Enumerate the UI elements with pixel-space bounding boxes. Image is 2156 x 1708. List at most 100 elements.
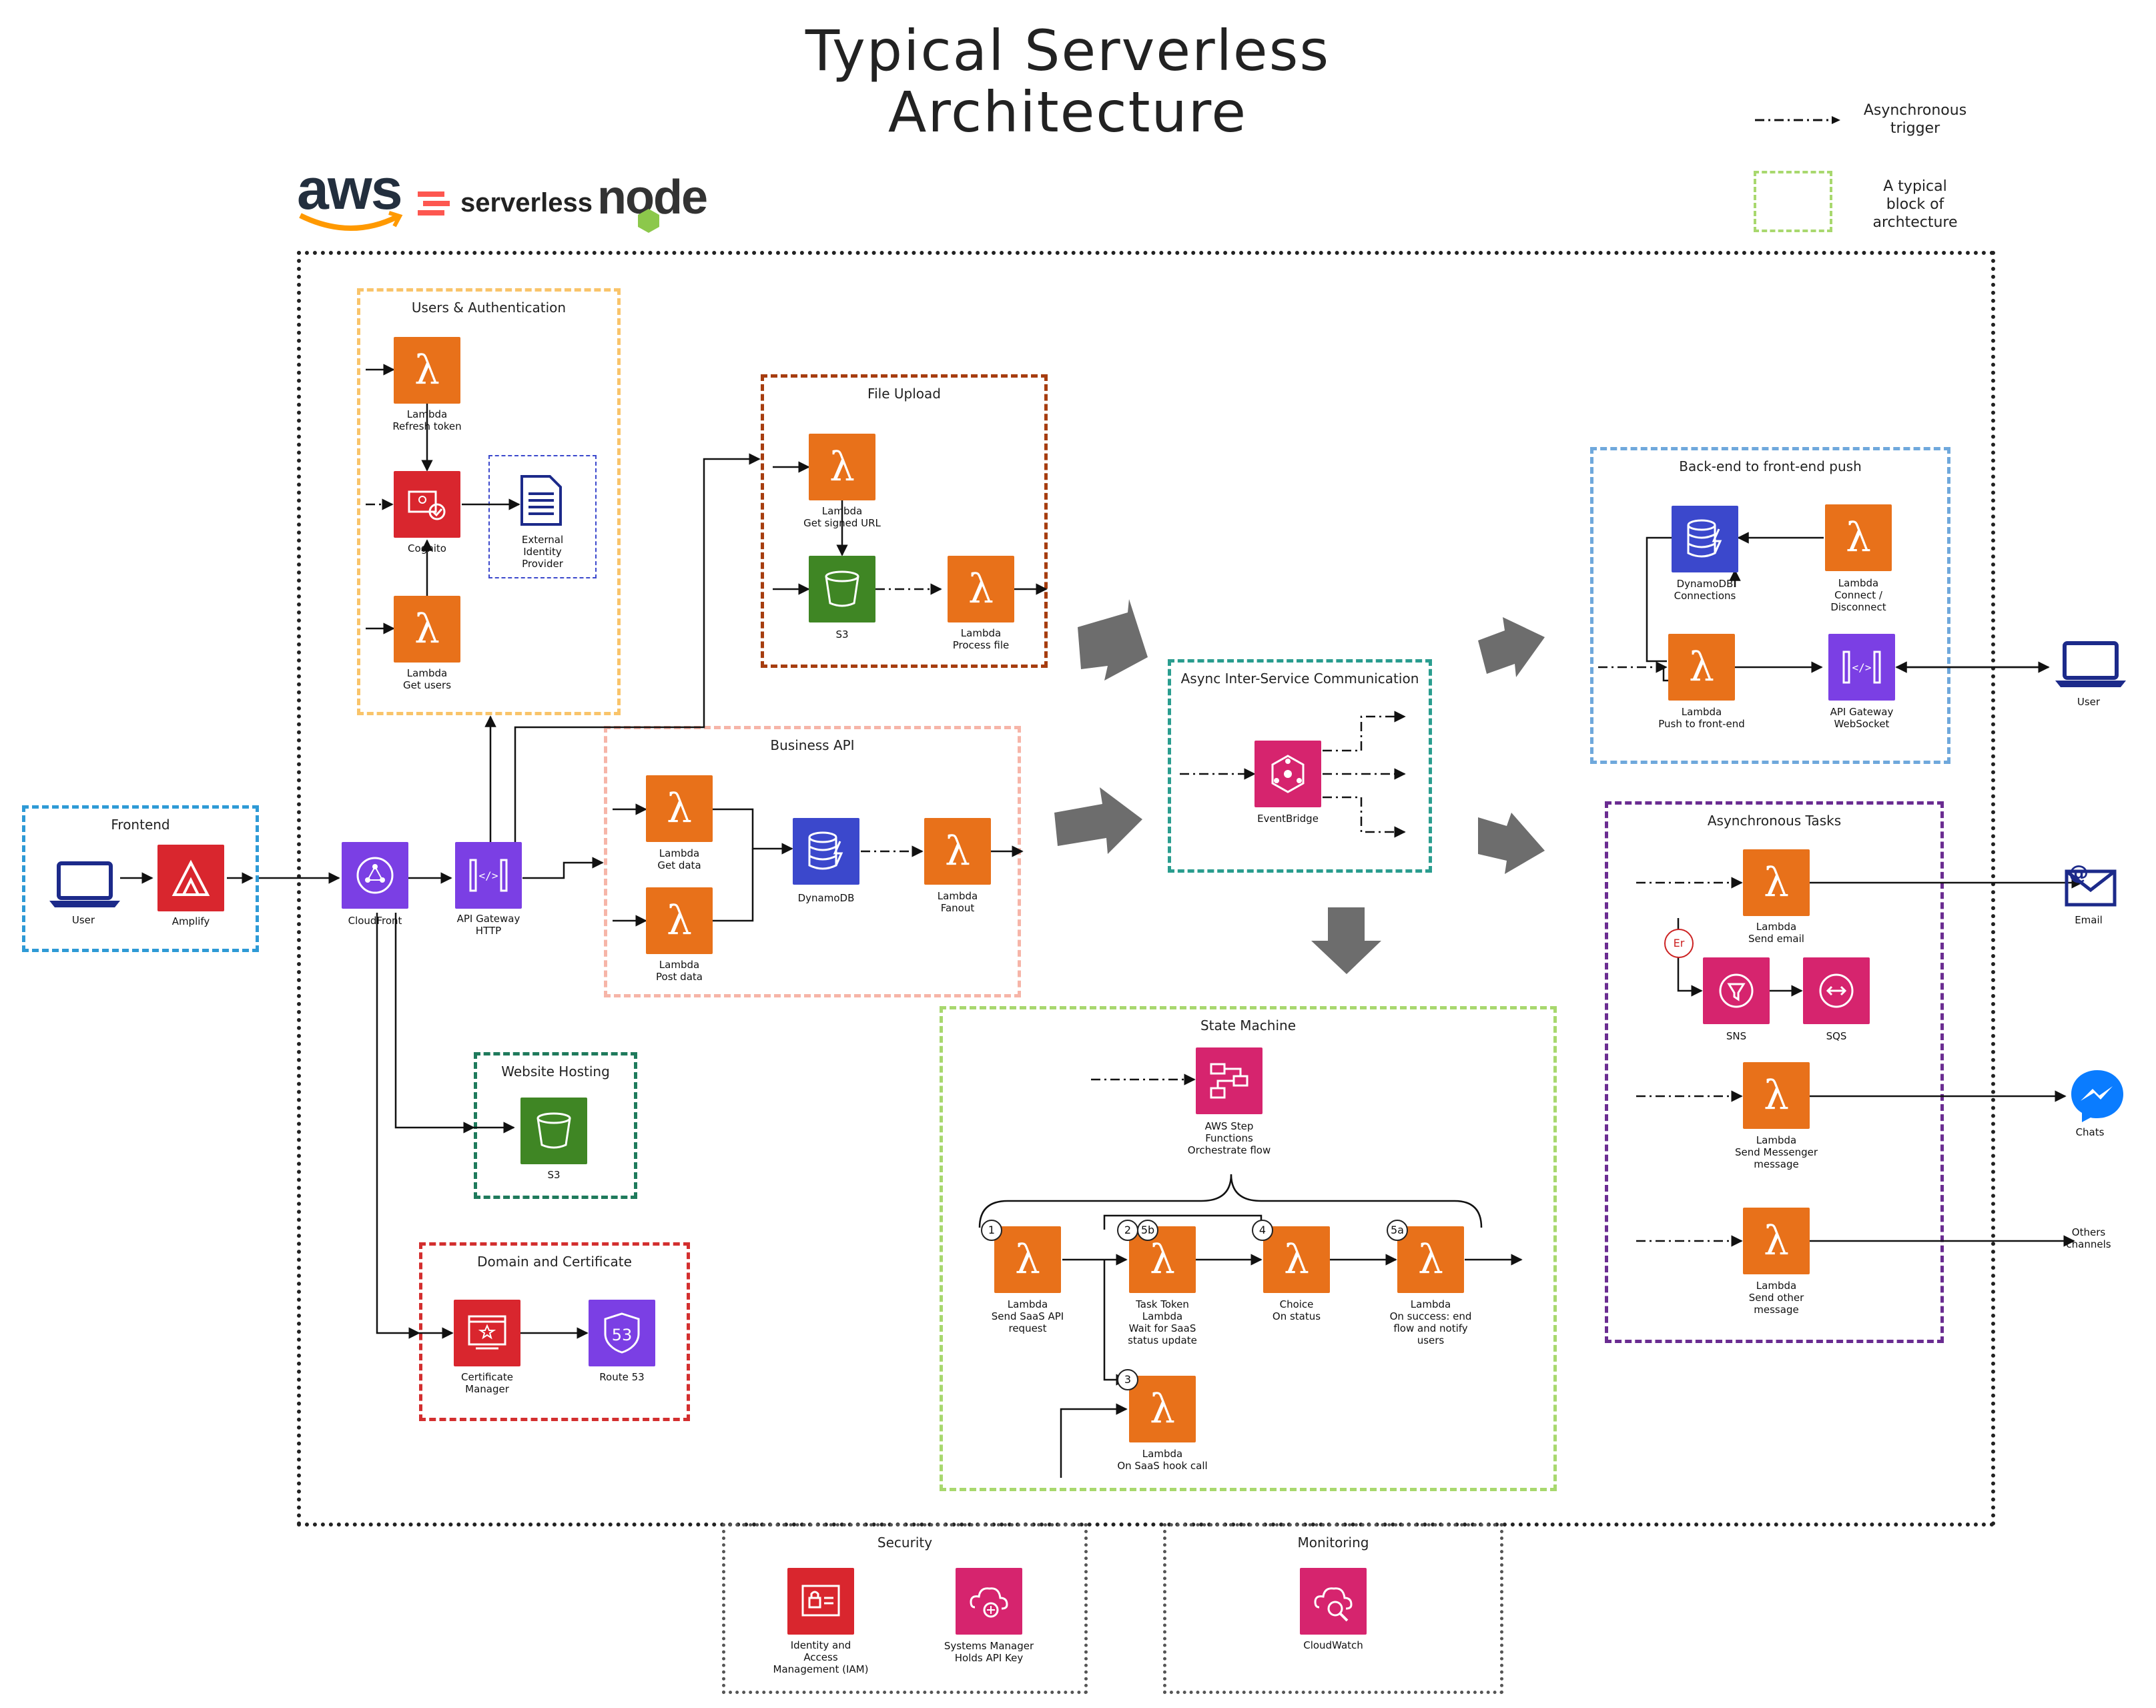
lambda-icon: λ [1764, 1218, 1789, 1264]
lambda-icon: λ [1418, 1236, 1443, 1283]
lambda-send-messenger[interactable]: λ [1743, 1062, 1810, 1129]
state-machine-block-title: State Machine [1200, 1017, 1297, 1033]
route53-service[interactable]: 53 [589, 1300, 655, 1366]
s3-upload-service[interactable] [809, 556, 875, 622]
svg-text:λ: λ [1846, 514, 1871, 561]
sqs-service[interactable] [1803, 957, 1870, 1024]
iam-service[interactable] [787, 1568, 854, 1635]
choice-label-1: Choice [1279, 1298, 1314, 1310]
chats-label: Chats [2075, 1126, 2105, 1138]
wire-apigw-upload [514, 453, 761, 842]
lambda-on-success[interactable]: λ [1397, 1226, 1464, 1293]
process-label-1: Lambda [960, 627, 1002, 639]
lambda-fanout[interactable]: λ [924, 818, 991, 885]
legend-block-label: A typical block of archtecture [1842, 177, 1989, 232]
cognito-service[interactable] [394, 471, 460, 538]
amplify-service[interactable] [157, 845, 224, 911]
certificate-manager-service[interactable] [454, 1300, 520, 1366]
messenger-icon [2071, 1070, 2123, 1122]
lambda-on-hook-call[interactable]: λ [1129, 1376, 1196, 1442]
stepfn-label-2: Functions [1205, 1132, 1253, 1144]
domain-cert-block: Domain and Certificate [419, 1242, 690, 1421]
lambda-get-users[interactable]: λ [394, 596, 460, 663]
apigw-http-service[interactable]: </> [455, 842, 522, 909]
step-number-1: 1 [981, 1220, 1002, 1241]
fanout-label-1: Lambda [937, 890, 978, 902]
lambda-process-file[interactable]: λ [948, 556, 1014, 622]
lambda-connect-disconnect[interactable]: λ [1825, 504, 1892, 571]
apigw-websocket-service[interactable]: </> [1828, 634, 1895, 701]
svg-text:λ: λ [1689, 644, 1714, 691]
lambda-push-front-end[interactable]: λ [1668, 634, 1735, 701]
svg-text:53: 53 [612, 1326, 633, 1344]
task-label-3: Wait for SaaS [1128, 1322, 1196, 1334]
step-functions-service[interactable] [1196, 1047, 1263, 1114]
lambda-icon: λ [1764, 1072, 1789, 1119]
dynamodb-connections-service[interactable] [1672, 506, 1738, 572]
serverless-mark-icon [418, 191, 450, 216]
cloudfront-service[interactable] [342, 842, 408, 909]
sns-service[interactable] [1703, 957, 1770, 1024]
legend-block-line2: block of [1886, 196, 1944, 213]
title-line-2: Architecture [887, 79, 1248, 145]
lambda-choice[interactable]: λ [1263, 1226, 1330, 1293]
refresh-label-2: Refresh token [392, 420, 462, 432]
apigw-http-label-2: HTTP [475, 925, 502, 937]
lambda-icon: λ [945, 828, 970, 875]
legend-async-line2: trigger [1890, 120, 1940, 137]
svg-text:λ: λ [1418, 1236, 1443, 1283]
business-api-block-title: Business API [770, 737, 855, 753]
getusers-label-1: Lambda [406, 667, 448, 679]
cloudfront-label: CloudFront [348, 915, 402, 927]
systems-manager-service[interactable] [956, 1568, 1022, 1635]
task-label-4: status update [1128, 1334, 1197, 1346]
lambda-send-saas-request[interactable]: λ [994, 1226, 1061, 1293]
lambda-send-other[interactable]: λ [1743, 1208, 1810, 1274]
cloudwatch-service[interactable] [1300, 1568, 1367, 1635]
svg-text:λ: λ [667, 785, 692, 832]
lambda-icon: λ [968, 566, 994, 612]
flow-arrow-business-async [1054, 787, 1142, 854]
cognito-icon [408, 490, 446, 520]
lambda-icon: λ [414, 606, 440, 653]
others-label-1: Others [2071, 1226, 2106, 1238]
cloudwatch-label: CloudWatch [1303, 1639, 1363, 1651]
aws-cloud-boundary [297, 251, 1995, 1527]
s3-website-service[interactable] [520, 1098, 587, 1164]
ddbconn-label-1: DynamoDB [1676, 578, 1734, 590]
lambda-task-token[interactable]: λ [1129, 1226, 1196, 1293]
dynamodb-service[interactable] [793, 818, 859, 885]
lambda-get-data[interactable]: λ [646, 775, 713, 842]
users-auth-block-title: Users & Authentication [411, 300, 567, 316]
svg-text:λ: λ [1764, 859, 1789, 906]
backend-push-block-title: Back-end to front-end push [1679, 458, 1862, 474]
postdata-label-2: Post data [656, 971, 703, 983]
s3-upload-label: S3 [835, 628, 849, 640]
eventbridge-icon [1271, 755, 1305, 793]
async-eb-out-1 [1323, 711, 1406, 752]
lambda-refresh-token[interactable]: λ [394, 337, 460, 404]
lambda-get-signed-url[interactable]: λ [809, 434, 875, 500]
lambda-send-email[interactable]: λ [1743, 849, 1810, 916]
email-label: Email [2075, 914, 2103, 926]
flow-arrow-async-statemachine [1311, 907, 1381, 974]
lambda-icon: λ [1150, 1236, 1175, 1283]
step-number-3: 3 [1117, 1369, 1138, 1390]
s3-bucket-icon [536, 1112, 571, 1149]
lambda-post-data[interactable]: λ [646, 887, 713, 954]
frontend-block: Frontend [22, 805, 259, 952]
cert-label-2: Manager [465, 1383, 509, 1395]
cert-label-1: Certificate [461, 1371, 513, 1383]
backend-push-block: Back-end to front-end push [1590, 447, 1950, 764]
eventbridge-service[interactable] [1254, 741, 1321, 807]
